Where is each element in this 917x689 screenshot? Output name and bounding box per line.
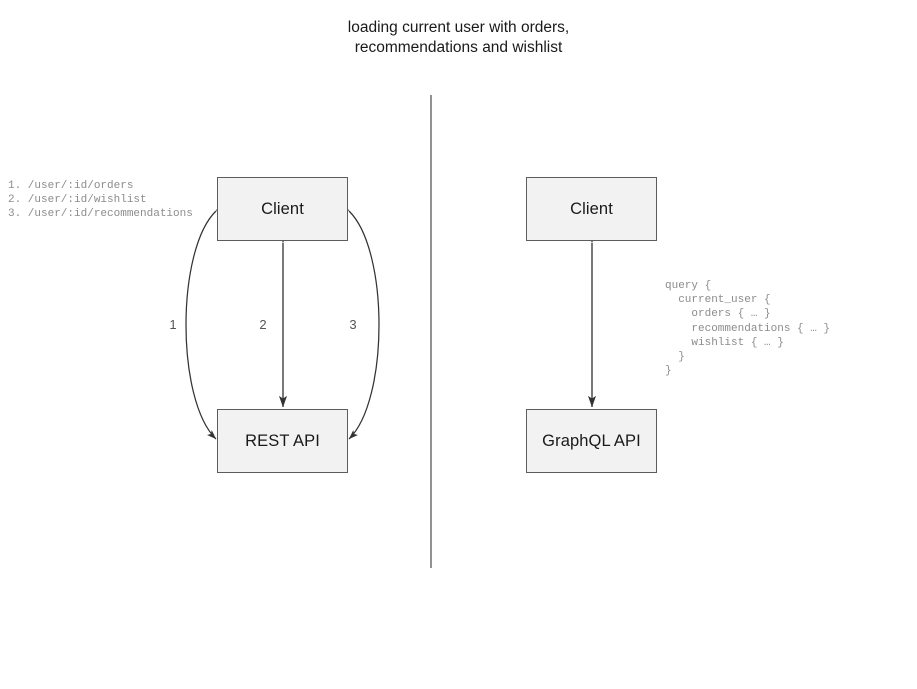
edge-label-2: 2 — [259, 317, 267, 332]
rest-endpoint-list: 1. /user/:id/orders 2. /user/:id/wishlis… — [8, 180, 193, 221]
edge-1-connector — [185, 202, 225, 440]
diagram-title: loading current user with orders, recomm… — [347, 19, 570, 56]
node-client-rest[interactable]: Client — [217, 177, 348, 241]
node-graphql-api[interactable]: GraphQL API — [526, 409, 657, 473]
node-label: Client — [261, 199, 304, 218]
node-rest-api[interactable]: REST API — [217, 409, 348, 473]
node-label: Client — [570, 199, 613, 218]
node-label: GraphQL API — [542, 431, 641, 450]
edge-3-connector — [340, 202, 380, 440]
graphql-query-snippet: query { current_user { orders { … } reco… — [665, 280, 831, 378]
edge-label-1: 1 — [169, 317, 177, 332]
node-label: REST API — [245, 431, 320, 450]
node-client-graphql[interactable]: Client — [526, 177, 657, 241]
edge-label-3: 3 — [349, 317, 357, 332]
